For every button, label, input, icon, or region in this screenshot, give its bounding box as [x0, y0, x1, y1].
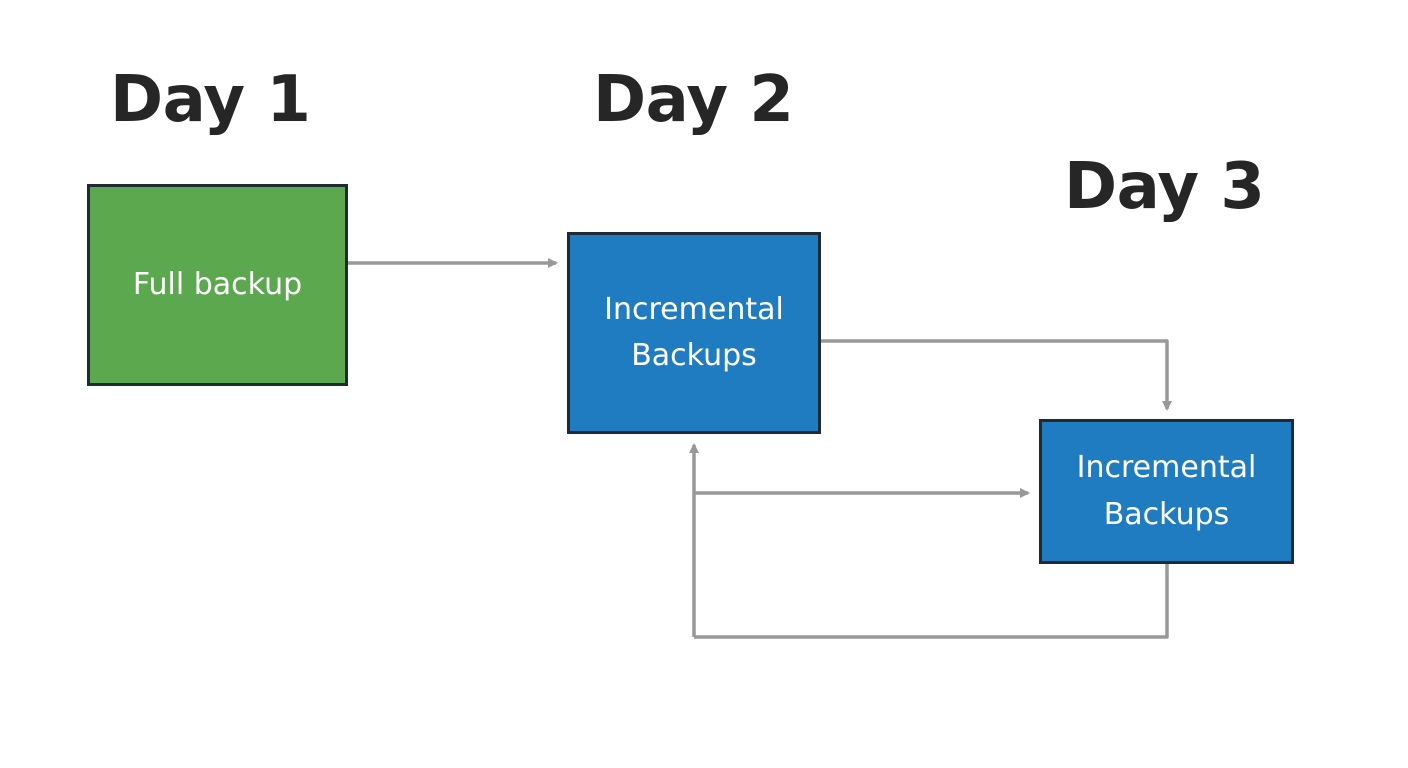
incremental-backups-day2-node: Incremental Backups — [567, 232, 821, 434]
day-2-label: Day 2 — [593, 63, 794, 137]
full-backup-label: Full backup — [132, 266, 303, 302]
incremental-day2-label-line1: Incremental — [604, 291, 784, 327]
day-3-label: Day 3 — [1064, 150, 1265, 224]
line-day3-return-loop — [694, 564, 1169, 639]
arrow-day2-to-day3-top — [821, 339, 1172, 411]
incremental-day3-label-line2: Backups — [1103, 496, 1230, 532]
incremental-day2-label-line2: Backups — [631, 338, 757, 373]
day-1-label: Day 1 — [110, 63, 311, 137]
incremental-day3-label-line1: Incremental — [1076, 450, 1257, 485]
full-backup-node: Full backup — [87, 184, 348, 386]
incremental-backups-day3-node: Incremental Backups — [1039, 419, 1294, 564]
